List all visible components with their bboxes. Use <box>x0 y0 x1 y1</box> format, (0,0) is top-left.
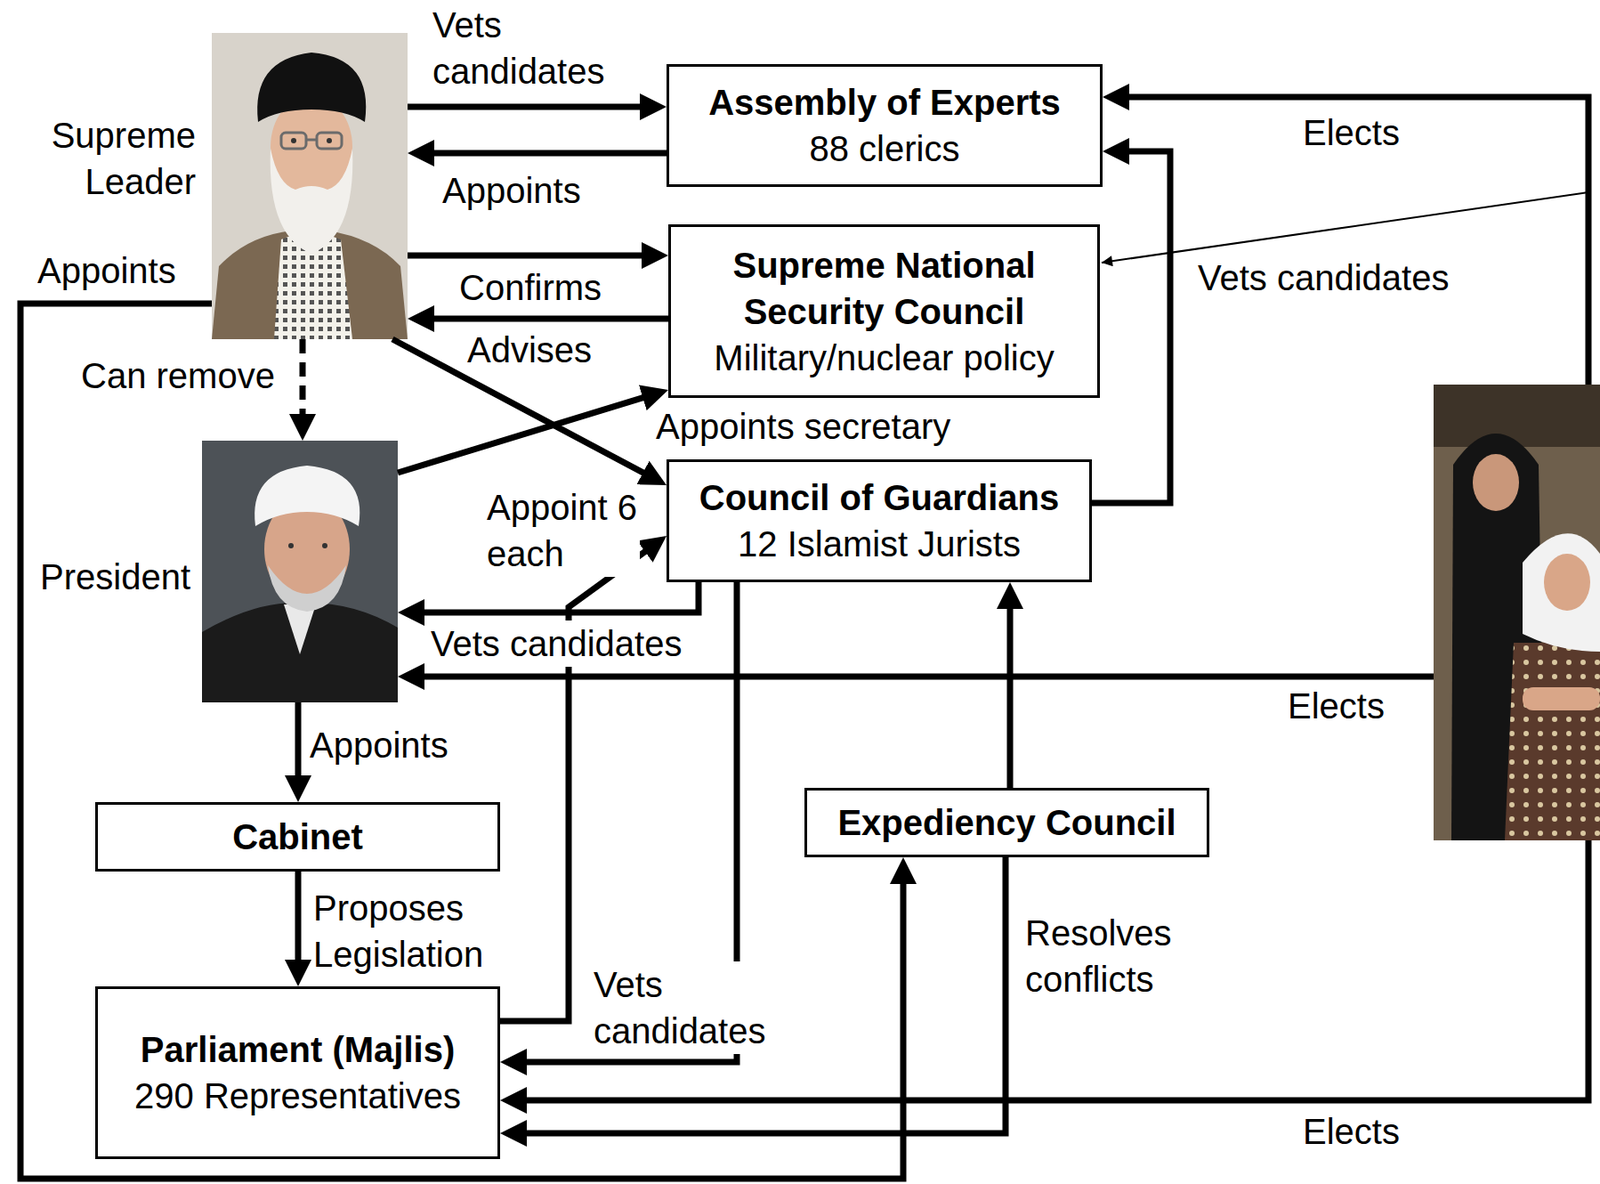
expediency-box: Expediency Council <box>804 787 1210 857</box>
edge-label: Appoints <box>307 721 451 768</box>
president-photo: President <box>202 440 398 703</box>
node-title: Assembly of Experts <box>708 79 1061 126</box>
guardians-box: Council of Guardians12 Islamist Jurists <box>666 459 1092 582</box>
edge-label: Appoints <box>440 167 583 214</box>
connector <box>411 673 1434 680</box>
connector <box>500 543 656 1021</box>
edge-label: Vets candidates <box>591 961 783 1054</box>
edge-label: Appoints <box>35 247 178 294</box>
council-box: Supreme National Security CouncilMilitar… <box>668 224 1100 398</box>
leader-photo: Supreme Leader <box>211 32 408 340</box>
edge-label: Elects <box>1301 109 1402 156</box>
node-text: 12 Islamist Jurists <box>737 520 1021 567</box>
edge-label: Vets candidates <box>428 620 684 667</box>
connector <box>299 339 307 428</box>
edge-label: Vets candidates <box>430 1 622 95</box>
edge-label: Proposes Legislation <box>311 884 493 978</box>
node-title: Parliament (Majlis) <box>140 1026 455 1073</box>
connector <box>1007 595 1014 788</box>
assembly-box: Assembly of Experts88 clerics <box>666 64 1103 187</box>
edge-label: Appoint 6 each <box>484 484 640 577</box>
photo-caption: Supreme Leader <box>40 112 196 205</box>
edge-label: Elects <box>1301 1107 1402 1155</box>
leader-line <box>1101 192 1589 263</box>
cabinet-box: Cabinet <box>95 801 501 872</box>
node-title: Council of Guardians <box>699 474 1059 521</box>
connector <box>1115 96 1589 385</box>
node-title: Expediency Council <box>837 799 1176 846</box>
edge-label: Confirms <box>457 264 604 311</box>
leader-portrait <box>211 32 408 340</box>
connector <box>513 856 1006 1133</box>
node-text: Military/nuclear policy <box>713 334 1054 381</box>
edge-label: Resolves conflicts <box>1023 909 1205 1003</box>
connector <box>1091 151 1171 503</box>
edge-label: Elects <box>1285 682 1387 729</box>
edge-label: Advises <box>465 326 594 373</box>
node-title: Supreme National Security Council <box>688 242 1080 335</box>
connector <box>407 252 655 259</box>
connector <box>295 871 302 973</box>
node-text: 88 clerics <box>809 125 961 172</box>
photo-caption: President <box>40 553 191 600</box>
people-photo <box>1433 384 1600 841</box>
node-title: Cabinet <box>232 813 364 860</box>
edge-label: Vets candidates <box>1195 254 1451 301</box>
node-text: 290 Representatives <box>134 1072 461 1119</box>
connector <box>407 104 654 111</box>
edge-label: Appoints secretary <box>654 403 953 450</box>
connector <box>411 581 699 613</box>
people-photo <box>1433 384 1600 841</box>
connector <box>420 315 669 323</box>
president-portrait <box>202 440 398 703</box>
connector <box>397 393 656 473</box>
connector <box>420 150 667 157</box>
parliament-box: Parliament (Majlis)290 Representatives <box>95 985 501 1159</box>
connector <box>295 702 302 789</box>
edge-label: Can remove <box>79 352 277 399</box>
